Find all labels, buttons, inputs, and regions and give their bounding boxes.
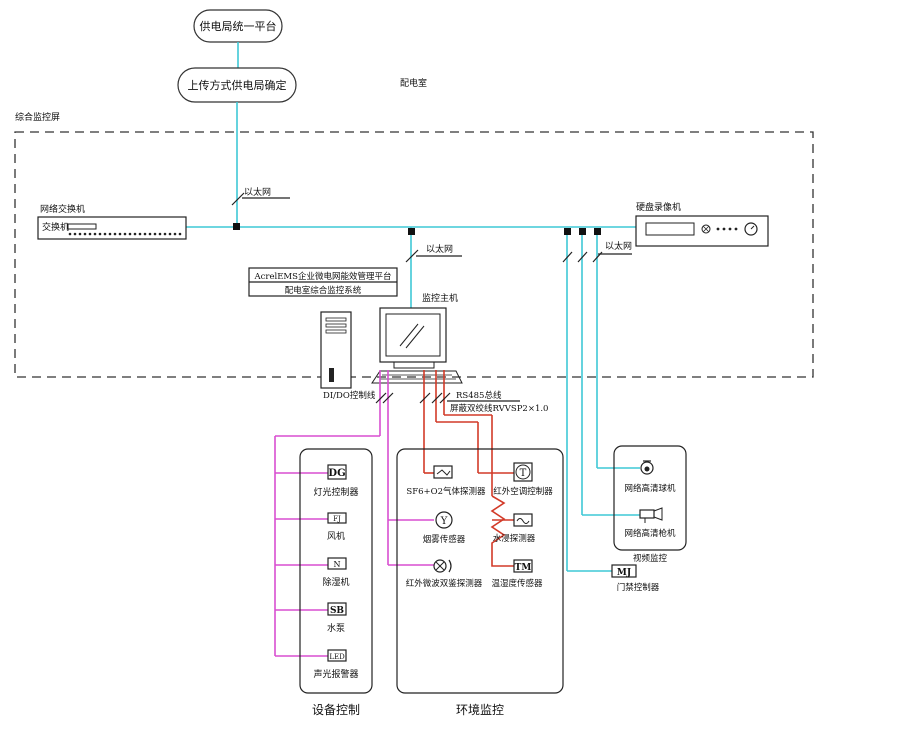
environment-panel — [396, 448, 564, 694]
equipment-icon-text: DG — [328, 468, 345, 479]
ir-label: 红外微波双鉴探测器 — [406, 578, 483, 589]
rs485-label: RS485总线 — [456, 390, 502, 401]
ethernet-label-1: 以太网 — [244, 186, 271, 198]
equipment-group-title: 设备控制 — [312, 703, 360, 717]
equipment-item-label: 水泵 — [327, 622, 345, 634]
room-label: 配电室 — [400, 77, 427, 89]
dido-label: DI/DO控制线 — [323, 390, 376, 401]
switch-ports — [68, 232, 182, 236]
host-title: 监控主机 — [422, 292, 458, 304]
platform-label: 供电局统一平台 — [200, 19, 277, 33]
alarm-icon — [327, 649, 347, 662]
smoke-icon-text: Y — [440, 516, 448, 527]
equipment-icon-text: SB — [330, 606, 344, 616]
switch-title: 网络交换机 — [40, 203, 85, 215]
gas-detector-icon — [433, 465, 453, 479]
switch-label: 交换机 — [42, 221, 69, 233]
door-label: 门禁控制器 — [617, 582, 660, 593]
dome-camera-icon — [640, 460, 654, 475]
door-controller-icon — [611, 564, 637, 578]
smoke-sensor-icon — [435, 511, 453, 529]
nvr-title: 硬盘录像机 — [636, 201, 681, 213]
equipment-panel — [299, 448, 373, 694]
water-label: 水浸探测器 — [493, 533, 536, 544]
temp-label: 温湿度传感器 — [491, 578, 543, 589]
dehumidifier-icon — [327, 557, 347, 570]
video-panel — [613, 445, 687, 551]
pump-icon — [327, 602, 347, 616]
equipment-icon-text: FJ — [333, 515, 341, 523]
water-detector-icon — [513, 513, 533, 527]
monitor-icon — [379, 307, 447, 369]
temp-icon-text: TM — [515, 563, 532, 573]
equipment-item-label: 除湿机 — [322, 576, 349, 588]
ir-microwave-detector-icon — [433, 559, 452, 573]
video-group-title: 视频监控 — [633, 553, 668, 564]
door-icon-text: MJ — [617, 568, 631, 578]
cable-label: 屏蔽双绞线RVVSP2×1.0 — [450, 403, 548, 414]
equipment-item-label: 声光报警器 — [313, 668, 358, 680]
temp-humidity-icon — [513, 559, 533, 573]
knob-icon — [744, 222, 758, 236]
monitor-frame — [14, 131, 814, 378]
equipment-icon-text: LED — [329, 653, 345, 661]
bullet-label: 网络高清枪机 — [624, 528, 676, 539]
computer-tower-icon — [320, 311, 352, 389]
equipment-icon-text: N — [334, 560, 341, 569]
ac-icon-text: T — [520, 468, 527, 479]
ethernet-label-3: 以太网 — [605, 240, 632, 252]
equipment-item-label: 灯光控制器 — [313, 486, 358, 498]
upload-label: 上传方式供电局确定 — [188, 78, 287, 92]
ems-platform-line1: AcrelEMS企业微电网能效管理平台 — [254, 271, 392, 282]
junction-node — [408, 228, 415, 235]
frame-title: 综合监控屏 — [15, 111, 60, 123]
ac-controller-icon — [513, 462, 533, 482]
sf6-label: SF6+O2气体探测器 — [406, 486, 486, 497]
junction-node — [233, 223, 240, 230]
ethernet-label-2: 以太网 — [426, 243, 453, 255]
fan-icon — [327, 512, 347, 524]
environment-group-title: 环境监控 — [456, 702, 504, 717]
dg-icon — [327, 464, 347, 480]
smoke-label: 烟雾传感器 — [423, 534, 466, 545]
bullet-camera-icon — [639, 507, 663, 523]
ac-label: 红外空调控制器 — [493, 486, 553, 497]
ems-platform-line2: 配电室综合监控系统 — [285, 285, 362, 296]
equipment-item-label: 风机 — [327, 530, 345, 542]
dome-label: 网络高清球机 — [624, 483, 676, 494]
